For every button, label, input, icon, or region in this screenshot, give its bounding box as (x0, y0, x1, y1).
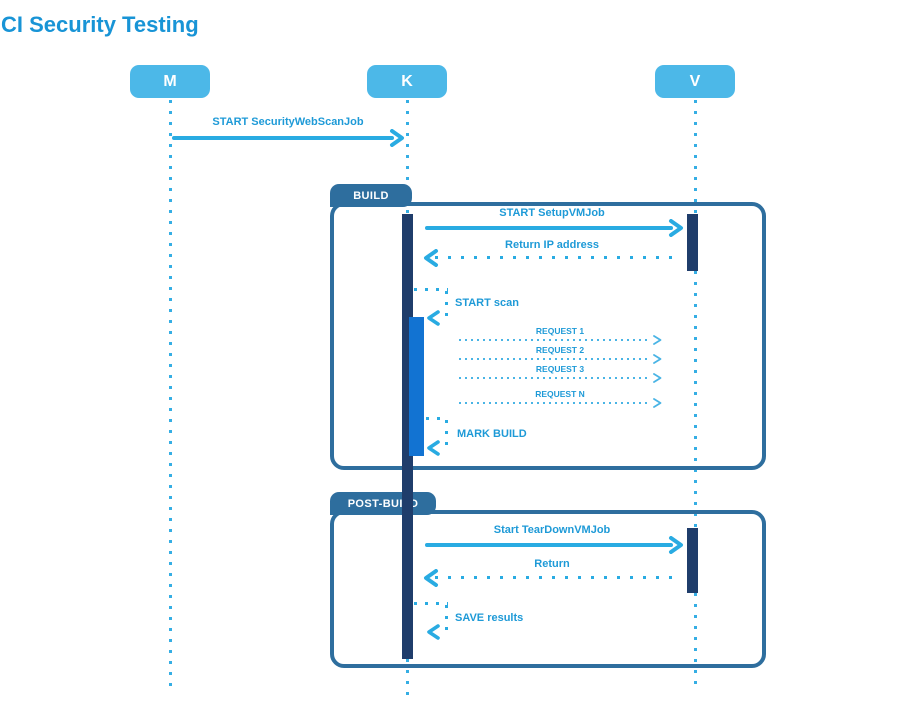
actor-box-v: V (655, 65, 735, 98)
message-label: Return IP address (505, 239, 599, 251)
actor-label-v: V (689, 72, 701, 90)
arrowhead-right-icon (390, 129, 404, 147)
self-message-line-side (445, 420, 448, 445)
message-line-fine-dotted (459, 339, 651, 341)
arrowhead-right-small-icon (653, 373, 662, 383)
arrowhead-left-icon (427, 310, 440, 326)
page-title: CI Security Testing (1, 12, 199, 37)
arrowhead-right-icon (669, 219, 683, 237)
frame-build (330, 202, 766, 470)
message-line-fine-dotted (459, 358, 651, 360)
message-line-fine-dotted (459, 377, 651, 379)
message-label: START SetupVMJob (499, 207, 605, 219)
message-line-dotted (435, 256, 677, 259)
self-message-line-side (445, 291, 448, 316)
message-line (172, 136, 394, 140)
actor-box-m: M (130, 65, 210, 98)
activation-bar-v-build (687, 214, 698, 271)
activation-bar-k (402, 214, 413, 659)
arrowhead-right-small-icon (653, 335, 662, 345)
message-label: Return (534, 558, 570, 570)
message-label: MARK BUILD (457, 428, 527, 440)
frame-post-build (330, 510, 766, 668)
frame-post-build-label: POST-BUILD (347, 497, 419, 510)
arrowhead-right-small-icon (653, 398, 662, 408)
actor-label-k: K (401, 72, 413, 90)
self-message-line-top (414, 602, 448, 605)
self-message-line-top (426, 417, 448, 420)
message-label: START SecurityWebScanJob (212, 116, 364, 128)
arrowhead-right-small-icon (653, 354, 662, 364)
message-label: REQUEST 2 (535, 345, 585, 355)
arrowhead-left-icon (427, 440, 440, 456)
self-message-line-top (414, 288, 448, 291)
message-line (425, 543, 673, 547)
arrowhead-left-icon (424, 249, 438, 267)
message-line (425, 226, 673, 230)
lifeline-v-lower (694, 593, 697, 690)
arrowhead-left-icon (424, 569, 438, 587)
lifeline-k-upper (406, 100, 409, 214)
activation-bar-v-postbuild (687, 528, 698, 593)
actor-label-m: M (163, 72, 177, 90)
lifeline-v-mid (694, 271, 697, 528)
message-label: START scan (455, 297, 519, 309)
message-label: REQUEST 3 (535, 364, 585, 374)
message-line-dotted (435, 576, 677, 579)
lifeline-k-lower (406, 659, 409, 700)
message-label: REQUEST 1 (535, 326, 585, 336)
arrowhead-right-icon (669, 536, 683, 554)
lifeline-v-upper (694, 100, 697, 214)
activation-bar-k-scan (409, 317, 424, 456)
actor-box-k: K (367, 65, 447, 98)
message-label: REQUEST N (535, 389, 585, 399)
arrowhead-left-icon (427, 624, 440, 640)
frame-build-tab: BUILD (330, 184, 412, 207)
message-label: SAVE results (455, 612, 524, 624)
frame-post-build-tab: POST-BUILD (330, 492, 436, 515)
lifeline-m (169, 100, 172, 692)
message-line-fine-dotted (459, 402, 651, 404)
frame-build-label: BUILD (353, 189, 389, 202)
message-label: Start TearDownVMJob (493, 524, 611, 536)
self-message-line-side (445, 605, 448, 631)
